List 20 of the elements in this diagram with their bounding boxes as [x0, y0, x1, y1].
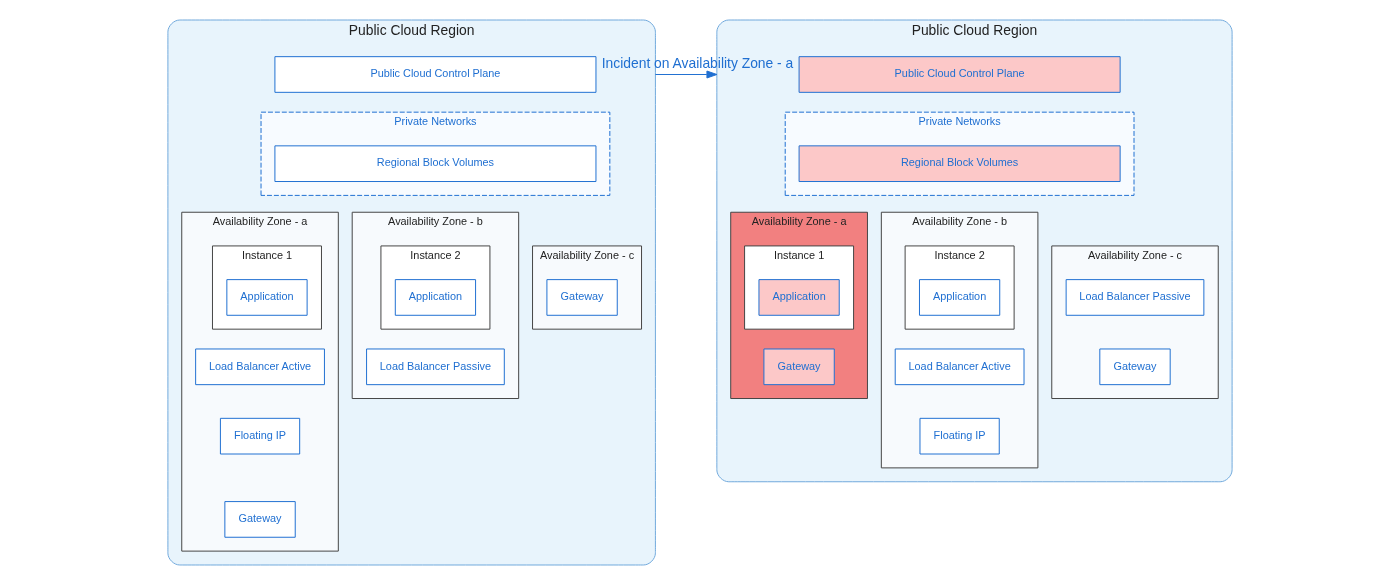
node-box: Public Cloud Control Plane: [274, 56, 597, 93]
node-box: Load Balancer Active: [195, 348, 325, 386]
node-box: Load Balancer Passive: [1065, 279, 1205, 316]
node-box: Load Balancer Passive: [366, 348, 505, 386]
node-box: Gateway: [224, 501, 296, 538]
node-box: Public Cloud Control Plane: [798, 56, 1121, 93]
node-box: Gateway: [763, 348, 835, 386]
node-box: Floating IP: [919, 417, 1000, 455]
edge-label: Incident on Availability Zone - a: [601, 54, 794, 71]
node-box: Gateway: [546, 279, 618, 316]
node-box: Load Balancer Active: [894, 348, 1025, 386]
node-box: Regional Block Volumes: [274, 145, 597, 182]
node-box: Gateway: [1099, 348, 1171, 386]
arrow: [654, 70, 718, 79]
node-box: Application: [394, 279, 477, 316]
node-box: Application: [226, 279, 308, 316]
node-box: Floating IP: [219, 417, 301, 455]
node-box: Regional Block Volumes: [798, 145, 1121, 182]
node-box: Application: [919, 279, 1001, 316]
node-box: Application: [758, 279, 840, 316]
